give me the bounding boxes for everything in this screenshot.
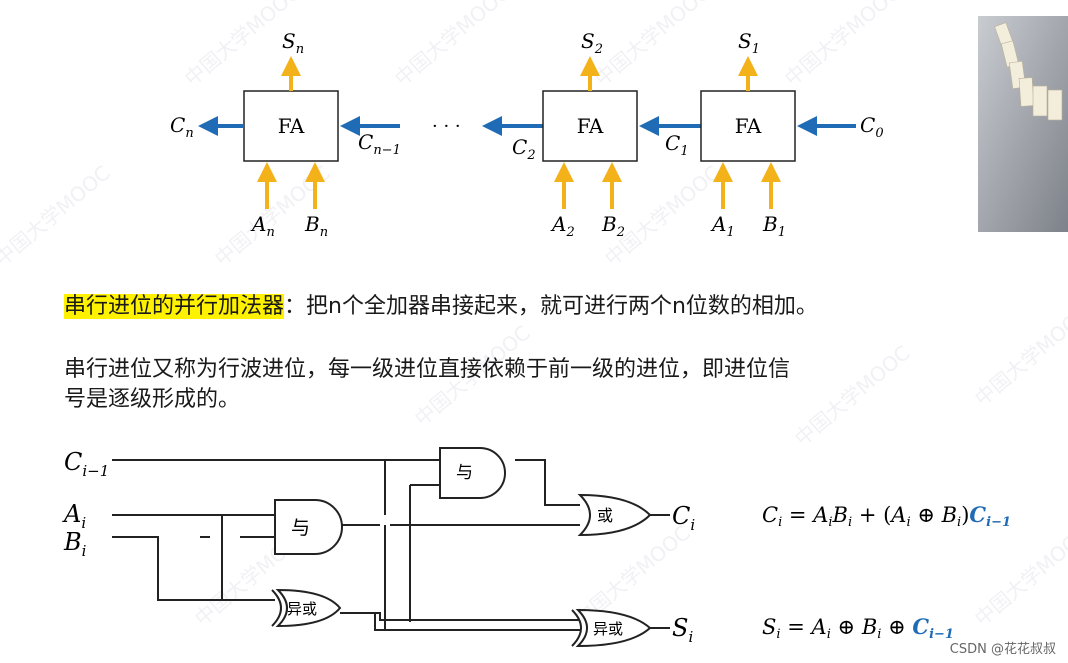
para-line-2: 号是逐级形成的。: [64, 387, 241, 412]
a-label-n: An: [250, 212, 275, 240]
watermark: 中国大学MOOC: [969, 300, 1068, 411]
ripple-carry-paragraph: 串行进位又称为行波进位，每一级进位直接依赖于前一级的进位，即进位信号是逐级形成的…: [64, 355, 790, 415]
dominoes-photo: [978, 16, 1068, 232]
b-label-n: Bn: [304, 212, 328, 240]
watermark: 中国大学MOOC: [0, 160, 115, 271]
fa-label: FA: [278, 114, 305, 138]
full-adder-chain-diagram: FA Sn An Bn Cn Cn−1 · · · FA S2 A2 B2 C2…: [170, 29, 884, 240]
carry-out-label-n: Cn: [170, 113, 194, 141]
xor-gate-1: 异或: [271, 588, 342, 628]
carry-in-label-n: Cn−1: [358, 130, 401, 158]
sum-label-n: Sn: [282, 29, 304, 57]
svg-text:异或: 异或: [593, 620, 623, 638]
svg-text:异或: 异或: [287, 600, 317, 618]
carry-in-label-0: C0: [860, 113, 884, 141]
fa-label: FA: [577, 114, 604, 138]
intro-line: 串行进位的并行加法器：把n个全加器串接起来，就可进行两个n位数的相加。: [64, 288, 818, 320]
ellipsis: · · ·: [432, 116, 461, 137]
intro-rest: ：把n个全加器串接起来，就可进行两个n位数的相加。: [284, 294, 818, 319]
formula-carry: Ci = AiBi + (Ai ⊕ Bi)Ci−1: [762, 502, 1011, 530]
sum-label-2: S2: [581, 29, 603, 57]
formula-sum: Si = Ai ⊕ Bi ⊕ Ci−1: [762, 614, 954, 642]
full-adder-gate-diagram: 与 与 或 异或 异或 Ci−1 Ai Bi Ci Si Ci = AiBi +…: [62, 447, 1011, 648]
carry-label-1: C1: [665, 131, 689, 159]
output-label-s: Si: [672, 614, 693, 646]
and-gate-mid: 与: [274, 499, 343, 555]
b-label-2: B2: [601, 212, 625, 240]
a-label-1: A1: [710, 212, 735, 240]
footer-credit: CSDN @花花叔叔: [949, 642, 1056, 657]
xor-gate-2: 异或: [571, 608, 652, 648]
input-label-a: Ai: [62, 500, 86, 532]
input-label-c-prev: Ci−1: [64, 448, 109, 480]
full-adder-block-2: FA: [542, 90, 638, 162]
or-gate: 或: [577, 493, 652, 537]
input-label-b: Bi: [63, 528, 87, 560]
b-label-1: B1: [762, 212, 786, 240]
a-label-2: A2: [550, 212, 575, 240]
svg-text:与: 与: [456, 463, 473, 483]
output-label-c: Ci: [672, 502, 695, 534]
para-line-1: 串行进位又称为行波进位，每一级进位直接依赖于前一级的进位，即进位信: [64, 357, 791, 382]
svg-text:或: 或: [597, 506, 613, 525]
svg-text:与: 与: [291, 517, 310, 539]
full-adder-block-n: FA: [243, 90, 339, 162]
and-gate-top: 与: [439, 447, 506, 499]
highlight-term: 串行进位的并行加法器: [64, 294, 285, 319]
sum-label-1: S1: [738, 29, 760, 57]
carry-out-label-2: C2: [512, 135, 536, 163]
full-adder-block-1: FA: [700, 90, 796, 162]
fa-label: FA: [735, 114, 762, 138]
